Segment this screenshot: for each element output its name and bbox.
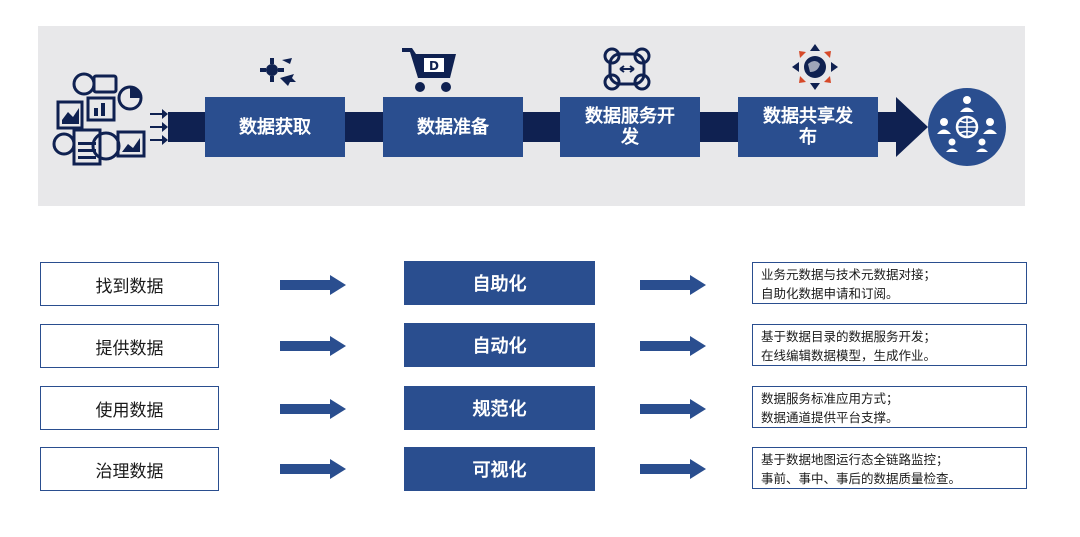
stage-data-share-publish: 数据共享发 布 <box>738 97 878 157</box>
row-right-desc-3: 数据服务标准应用方式； 数据通道提供平台支撑。 <box>752 386 1027 428</box>
shopping-cart-icon: D <box>400 44 460 94</box>
row-right-desc-2: 基于数据目录的数据服务开发； 在线编辑数据模型，生成作业。 <box>752 324 1027 366</box>
stage-label: 数据准备 <box>417 117 489 138</box>
data-acquire-icon <box>258 56 298 90</box>
feed-arrow-1 <box>150 113 164 115</box>
row-right-desc-4: 基于数据地图运行态全链路监控； 事前、事中、事后的数据质量检查。 <box>752 447 1027 489</box>
row-arrow-right-3 <box>640 399 706 419</box>
feed-arrow-2 <box>150 126 164 128</box>
row-mid-visualization: 可视化 <box>404 447 595 491</box>
row-arrow-right-2 <box>640 336 706 356</box>
row-arrow-left-1 <box>280 275 346 295</box>
desc-line-1: 基于数据目录的数据服务开发； <box>761 327 1018 346</box>
row-left-govern-data: 治理数据 <box>40 447 219 491</box>
row-mid-self-service: 自助化 <box>404 261 595 305</box>
stage-data-service-dev: 数据服务开 发 <box>560 97 700 157</box>
row-left-find-data: 找到数据 <box>40 262 219 306</box>
row-arrow-right-1 <box>640 275 706 295</box>
row-right-desc-1: 业务元数据与技术元数据对接； 自助化数据申请和订阅。 <box>752 262 1027 304</box>
svg-text:D: D <box>429 59 439 73</box>
row-arrow-left-2 <box>280 336 346 356</box>
desc-line-2: 数据通道提供平台支撑。 <box>761 408 1018 427</box>
stage-data-prepare: 数据准备 <box>383 97 523 157</box>
stage-data-acquire: 数据获取 <box>205 97 345 157</box>
globe-distribute-icon <box>790 42 840 92</box>
row-mid-standardization: 规范化 <box>404 386 595 430</box>
users-globe-glyph <box>928 88 1006 166</box>
desc-line-1: 数据服务标准应用方式； <box>761 389 1018 408</box>
stage-label: 数据获取 <box>239 117 311 138</box>
row-arrow-left-3 <box>280 399 346 419</box>
data-sources-icon <box>48 72 152 176</box>
stage-label-line-2: 发 <box>621 127 639 148</box>
stage-label-line-2: 布 <box>799 127 817 148</box>
row-arrow-left-4 <box>280 459 346 479</box>
users-globe-icon <box>928 88 1006 166</box>
row-mid-automation: 自动化 <box>404 323 595 367</box>
desc-line-2: 事前、事中、事后的数据质量检查。 <box>761 469 1018 488</box>
desc-line-2: 在线编辑数据模型，生成作业。 <box>761 346 1018 365</box>
row-left-provide-data: 提供数据 <box>40 324 219 368</box>
desc-line-2: 自助化数据申请和订阅。 <box>761 284 1018 303</box>
row-left-use-data: 使用数据 <box>40 386 219 430</box>
desc-line-1: 业务元数据与技术元数据对接； <box>761 265 1018 284</box>
service-network-icon <box>602 46 652 92</box>
feed-arrow-3 <box>150 139 164 141</box>
stage-label-line-1: 数据服务开 <box>585 106 675 127</box>
desc-line-1: 基于数据地图运行态全链路监控； <box>761 450 1018 469</box>
row-arrow-right-4 <box>640 459 706 479</box>
stage-label-line-1: 数据共享发 <box>763 106 853 127</box>
pipeline-arrowhead <box>896 97 928 157</box>
